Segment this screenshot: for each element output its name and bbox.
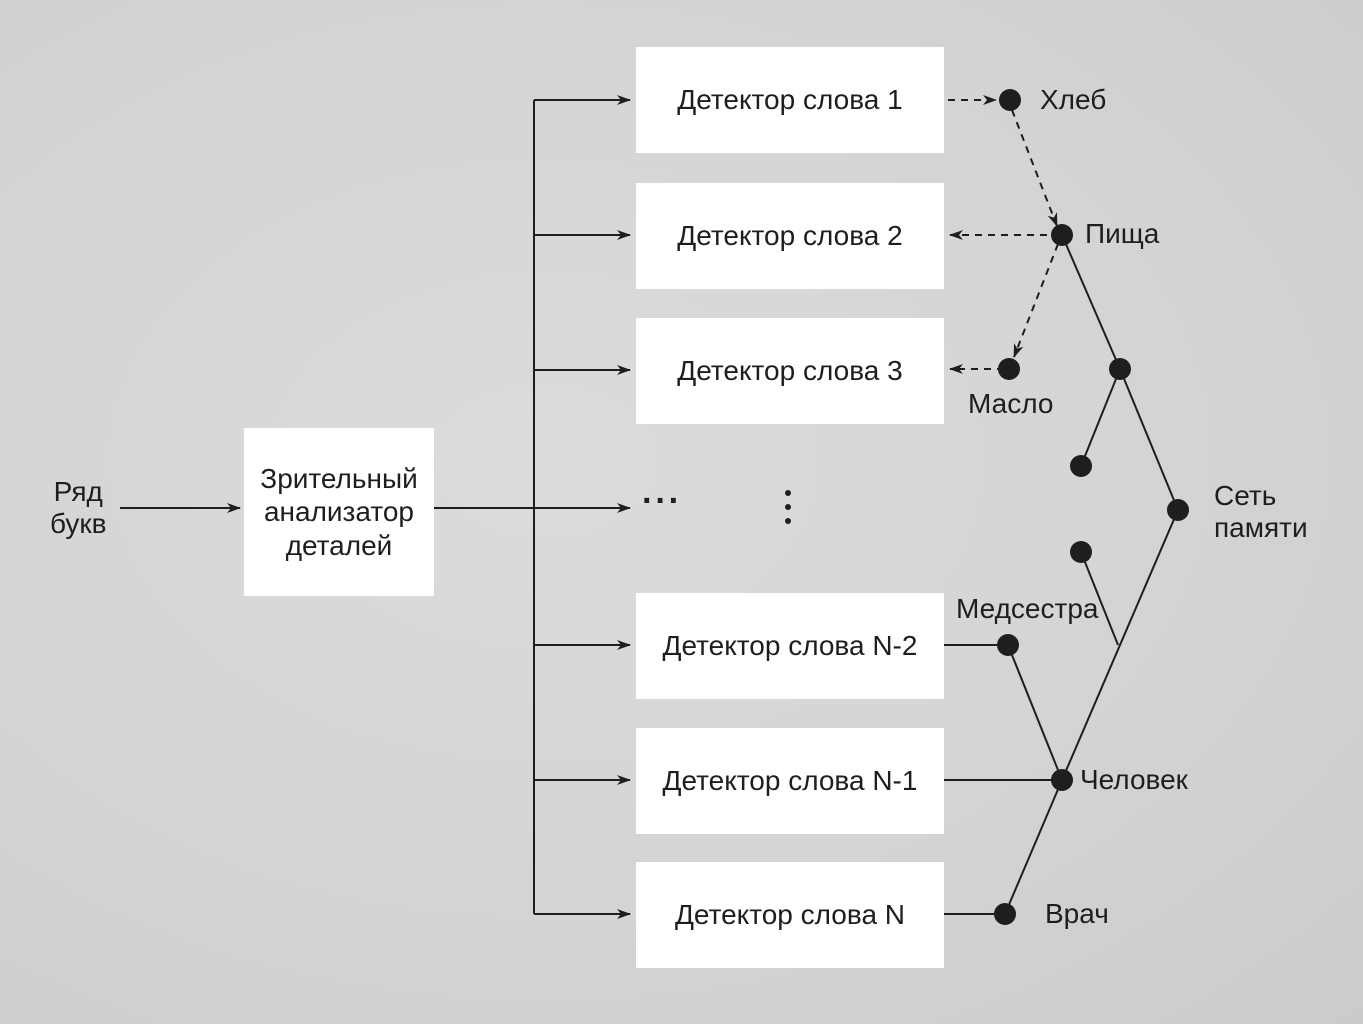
node-person: [1051, 769, 1073, 791]
node-hub-upper: [1109, 358, 1131, 380]
analyzer-line1: Зрительный: [260, 463, 418, 495]
node-nurse: [997, 634, 1019, 656]
vertical-ellipsis-icon: [781, 490, 795, 528]
label-person: Человек: [1080, 764, 1188, 795]
analyzer-line3: деталей: [285, 529, 393, 561]
word-detector-n-1-label: Детектор слова N-1: [662, 765, 918, 797]
input-label: Ряд букв: [50, 476, 107, 540]
label-bread: Хлеб: [1040, 84, 1107, 115]
label-nurse: Медсестра: [956, 593, 1099, 624]
memory-network-label: Сеть памяти: [1214, 480, 1308, 544]
memory-network-label-line1: Сеть: [1214, 480, 1277, 511]
label-butter: Масло: [968, 388, 1054, 419]
word-detector-1: Детектор слова 1: [636, 47, 944, 153]
node-unlabeled-2: [1070, 541, 1092, 563]
memory-network-label-line2: памяти: [1214, 512, 1308, 544]
node-memory-network: [1167, 499, 1189, 521]
horizontal-ellipsis: ···: [642, 482, 682, 520]
word-detector-n: Детектор слова N: [636, 862, 944, 968]
visual-feature-analyzer-box: Зрительный анализатор деталей: [244, 428, 434, 596]
word-detector-3-label: Детектор слова 3: [677, 355, 903, 387]
node-unlabeled-1: [1070, 455, 1092, 477]
node-food: [1051, 224, 1073, 246]
input-label-line2: букв: [50, 508, 107, 540]
word-detector-n-2-label: Детектор слова N-2: [662, 630, 918, 662]
memory-network-edges: [1004, 234, 1179, 915]
word-detector-2: Детектор слова 2: [636, 183, 944, 289]
label-doctor: Врач: [1045, 898, 1109, 929]
word-detector-n-label: Детектор слова N: [674, 899, 906, 931]
word-detector-1-label: Детектор слова 1: [677, 84, 903, 116]
word-detector-n-2: Детектор слова N-2: [636, 593, 944, 699]
word-detector-3: Детектор слова 3: [636, 318, 944, 424]
input-label-line1: Ряд: [53, 476, 103, 507]
node-butter: [998, 358, 1020, 380]
label-food: Пища: [1085, 218, 1160, 249]
dashed-arrow-food-to-butter: [1013, 243, 1059, 358]
analyzer-line2: анализатор: [263, 496, 415, 528]
dashed-arrow-bread-to-food: [1011, 109, 1058, 227]
node-bread: [999, 89, 1021, 111]
word-detector-2-label: Детектор слова 2: [677, 220, 903, 252]
word-detector-n-1: Детектор слова N-1: [636, 728, 944, 834]
node-doctor: [994, 903, 1016, 925]
